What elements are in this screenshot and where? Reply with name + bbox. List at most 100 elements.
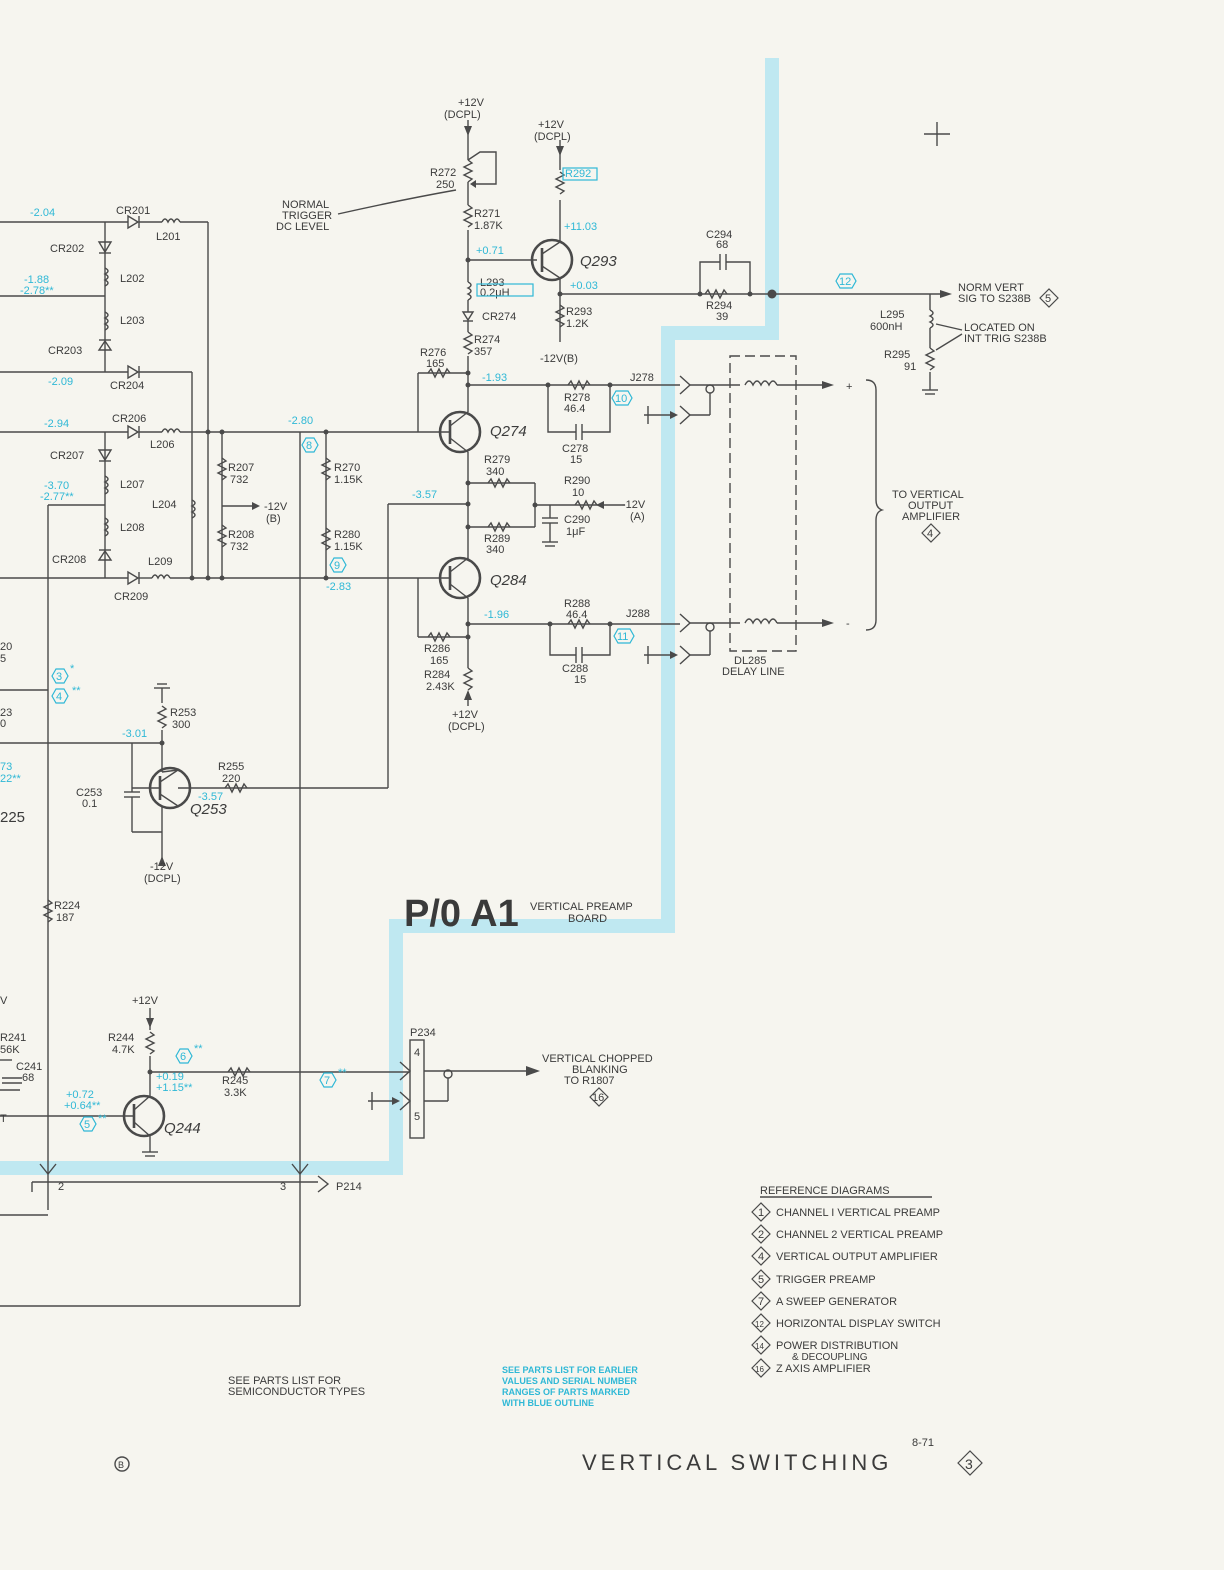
svg-text:4: 4 bbox=[758, 1251, 764, 1263]
svg-text:DELAY LINE: DELAY LINE bbox=[722, 666, 785, 678]
svg-text:10: 10 bbox=[572, 487, 584, 499]
svg-text:+12V: +12V bbox=[132, 995, 159, 1007]
svg-text:RANGES OF PARTS MARKED: RANGES OF PARTS MARKED bbox=[502, 1387, 630, 1397]
svg-text:-2.94: -2.94 bbox=[44, 418, 69, 430]
svg-text:600nH: 600nH bbox=[870, 321, 902, 333]
svg-text:R284: R284 bbox=[424, 669, 450, 681]
test-points: 8 9 10 11 12 3 * 4 ** 6 ** 7 ** 5 ** bbox=[51, 273, 857, 1132]
svg-text:CR209: CR209 bbox=[114, 591, 148, 603]
svg-text:2.43K: 2.43K bbox=[426, 681, 455, 693]
svg-text:INT TRIG S238B: INT TRIG S238B bbox=[964, 333, 1047, 345]
svg-text:5: 5 bbox=[414, 1111, 420, 1123]
svg-text:2: 2 bbox=[58, 1181, 64, 1193]
q244-section bbox=[0, 432, 540, 1307]
svg-text:R245: R245 bbox=[222, 1075, 248, 1087]
svg-text:15: 15 bbox=[570, 454, 582, 466]
svg-text:2: 2 bbox=[758, 1229, 764, 1241]
svg-text:91: 91 bbox=[904, 361, 916, 373]
svg-text:R294: R294 bbox=[706, 300, 732, 312]
svg-text:T: T bbox=[0, 1113, 7, 1125]
svg-text:300: 300 bbox=[172, 719, 190, 731]
svg-text:TO R1807: TO R1807 bbox=[564, 1075, 615, 1087]
left-network bbox=[0, 214, 418, 1170]
svg-text:LOCATED ON: LOCATED ON bbox=[964, 322, 1035, 334]
svg-text:8: 8 bbox=[306, 440, 312, 452]
svg-text:L207: L207 bbox=[120, 479, 144, 491]
svg-text:(DCPL): (DCPL) bbox=[534, 131, 571, 143]
svg-text:4: 4 bbox=[56, 691, 62, 703]
svg-text:4: 4 bbox=[927, 528, 933, 540]
svg-text:C294: C294 bbox=[706, 229, 732, 241]
svg-text:68: 68 bbox=[716, 239, 728, 251]
svg-text:-12V: -12V bbox=[150, 861, 174, 873]
svg-text:**: ** bbox=[72, 685, 81, 697]
svg-text:AMPLIFIER: AMPLIFIER bbox=[902, 511, 960, 523]
registration-mark bbox=[924, 122, 950, 146]
delay-line-section bbox=[644, 355, 885, 665]
svg-text:L204: L204 bbox=[152, 499, 176, 511]
svg-text:DC LEVEL: DC LEVEL bbox=[276, 221, 329, 233]
board-tag: P/0 A1 VERTICAL PREAMP BOARD bbox=[404, 893, 633, 935]
svg-text:VERTICAL SWITCHING: VERTICAL SWITCHING bbox=[582, 1450, 892, 1475]
svg-text:-2.09: -2.09 bbox=[48, 376, 73, 388]
svg-text:CR203: CR203 bbox=[48, 345, 82, 357]
svg-text:12: 12 bbox=[755, 1320, 764, 1329]
svg-text:R253: R253 bbox=[170, 707, 196, 719]
svg-text:R241: R241 bbox=[0, 1032, 26, 1044]
svg-text:R280: R280 bbox=[334, 529, 360, 541]
svg-text:R255: R255 bbox=[218, 761, 244, 773]
svg-text:5: 5 bbox=[84, 1119, 90, 1131]
svg-text:CHANNEL 2 VERTICAL PREAMP: CHANNEL 2 VERTICAL PREAMP bbox=[776, 1229, 943, 1241]
svg-text:SEE PARTS LIST FOR: SEE PARTS LIST FOR bbox=[228, 1375, 341, 1387]
svg-text:R207: R207 bbox=[228, 462, 254, 474]
svg-text:1.2K: 1.2K bbox=[566, 318, 589, 330]
svg-text:39: 39 bbox=[716, 311, 728, 323]
svg-text:L208: L208 bbox=[120, 522, 144, 534]
svg-text:R244: R244 bbox=[108, 1032, 134, 1044]
svg-text:-12V(B): -12V(B) bbox=[540, 353, 578, 365]
svg-text:TO VERTICAL: TO VERTICAL bbox=[892, 489, 964, 501]
svg-text:-2.04: -2.04 bbox=[30, 207, 55, 219]
svg-text:V: V bbox=[0, 995, 8, 1007]
svg-text:R208: R208 bbox=[228, 529, 254, 541]
svg-text:15: 15 bbox=[574, 674, 586, 686]
svg-text:-12V: -12V bbox=[622, 499, 646, 511]
svg-text:-2.80: -2.80 bbox=[288, 415, 313, 427]
svg-text:11: 11 bbox=[617, 631, 628, 643]
svg-text:R270: R270 bbox=[334, 462, 360, 474]
svg-text:P/0 A1: P/0 A1 bbox=[404, 893, 519, 935]
title-block: B 8-71 VERTICAL SWITCHING 3 bbox=[114, 1437, 983, 1476]
svg-text:5: 5 bbox=[0, 653, 6, 665]
svg-text:POWER DISTRIBUTION: POWER DISTRIBUTION bbox=[776, 1340, 898, 1352]
svg-text:L209: L209 bbox=[148, 556, 172, 568]
svg-text:R278: R278 bbox=[564, 392, 590, 404]
svg-text:Z AXIS AMPLIFIER: Z AXIS AMPLIFIER bbox=[776, 1363, 871, 1375]
svg-text:C290: C290 bbox=[564, 514, 590, 526]
svg-text:*: * bbox=[70, 663, 75, 675]
svg-text:6: 6 bbox=[180, 1051, 186, 1063]
svg-text:SIG TO S238B: SIG TO S238B bbox=[958, 293, 1031, 305]
svg-text:Q244: Q244 bbox=[164, 1120, 201, 1137]
svg-text:L202: L202 bbox=[120, 273, 144, 285]
svg-text:22**: 22** bbox=[0, 773, 22, 785]
svg-text:J278: J278 bbox=[630, 372, 654, 384]
svg-text:B: B bbox=[118, 1460, 124, 1470]
svg-text:CR204: CR204 bbox=[110, 380, 144, 392]
svg-text:TRIGGER: TRIGGER bbox=[282, 210, 332, 222]
svg-text:CR201: CR201 bbox=[116, 205, 150, 217]
svg-text:7: 7 bbox=[758, 1296, 764, 1308]
svg-text:P214: P214 bbox=[336, 1181, 362, 1193]
svg-text:A SWEEP GENERATOR: A SWEEP GENERATOR bbox=[776, 1296, 897, 1308]
svg-text:+0.72: +0.72 bbox=[66, 1089, 94, 1101]
svg-text:R224: R224 bbox=[54, 900, 80, 912]
svg-text:0.2μH: 0.2μH bbox=[480, 287, 510, 299]
svg-text:5: 5 bbox=[758, 1274, 764, 1286]
svg-text:+0.71: +0.71 bbox=[476, 245, 504, 257]
svg-text:Q293: Q293 bbox=[580, 253, 617, 270]
svg-text:23: 23 bbox=[0, 707, 12, 719]
svg-text:SEE PARTS LIST FOR EARLIER: SEE PARTS LIST FOR EARLIER bbox=[502, 1365, 638, 1375]
svg-text:CHANNEL I VERTICAL PREAMP: CHANNEL I VERTICAL PREAMP bbox=[776, 1207, 940, 1219]
svg-text:(DCPL): (DCPL) bbox=[448, 721, 485, 733]
svg-text:-1.96: -1.96 bbox=[484, 609, 509, 621]
svg-text:-12V: -12V bbox=[264, 501, 288, 513]
